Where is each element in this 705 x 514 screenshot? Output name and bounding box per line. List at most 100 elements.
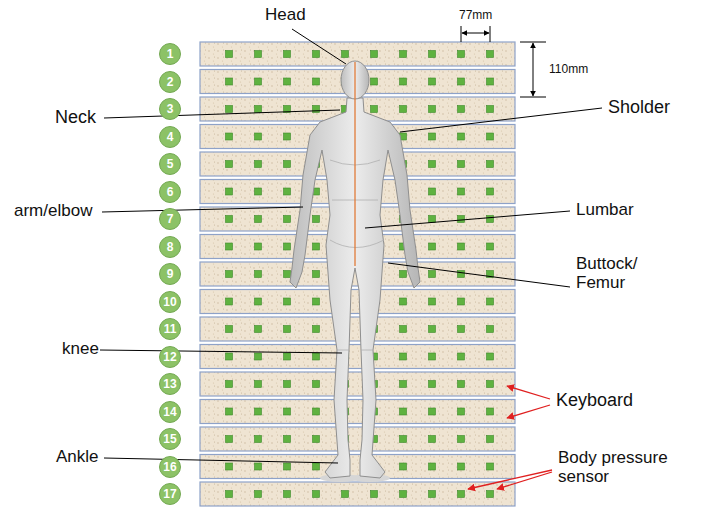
pressure-strip [200,427,515,451]
pressure-sensor [284,353,291,360]
pressure-sensor [458,243,465,250]
leader-line [292,29,346,64]
pressure-sensor [255,271,262,278]
pressure-sensor [400,353,407,360]
pressure-strip [200,482,515,506]
pressure-sensor [400,298,407,305]
strip-band [200,290,515,314]
pressure-sensor [284,216,291,223]
pressure-sensor [226,51,233,58]
label-text: Body pressure sensor [558,448,668,486]
pressure-sensor [400,463,407,470]
red-arrows [468,386,552,489]
pressure-sensor [313,51,320,58]
part-label: Neck [55,108,96,128]
pressure-sensor [255,436,262,443]
pressure-sensor [255,243,262,250]
row-number-circle: 12 [159,346,181,368]
row-number-circle: 15 [159,428,181,450]
row-number-circle: 5 [159,153,181,175]
pressure-sensor [313,78,320,85]
row-number: 14 [163,405,176,419]
pressure-sensor [313,353,320,360]
strip-band [200,400,515,424]
pressure-sensor [458,78,465,85]
pressure-sensor [226,491,233,498]
pressure-sensor [255,106,262,113]
row-number-circle: 2 [159,71,181,93]
pressure-sensor [487,353,494,360]
pressure-sensor [458,381,465,388]
pressure-sensor [284,78,291,85]
pressure-sensor [284,463,291,470]
row-number-circle: 8 [159,236,181,258]
pressure-strip [200,317,515,341]
pressure-strip [200,345,515,369]
pressure-sensor [487,106,494,113]
pressure-strip [200,290,515,314]
pressure-sensor [226,381,233,388]
pressure-sensor [342,51,349,58]
pressure-sensor [313,463,320,470]
part-label: arm/elbow [14,202,92,221]
pressure-sensor [429,243,436,250]
pointer-arrow [468,470,552,489]
pressure-sensor [429,491,436,498]
pressure-sensor [255,188,262,195]
part-label: Ankle [56,448,99,467]
pointer-arrow [507,386,550,399]
pressure-sensor [429,326,436,333]
pressure-sensor [226,353,233,360]
dimension-110 [520,42,546,97]
pressure-sensor [226,326,233,333]
pressure-sensor [255,161,262,168]
dimension-tick [490,26,491,42]
pressure-sensor [226,188,233,195]
leader-line [400,108,602,132]
pressure-sensor [429,161,436,168]
pressure-sensor [458,271,465,278]
row-number: 12 [163,350,176,364]
row-number-circle: 9 [159,263,181,285]
pressure-sensor [284,436,291,443]
pressure-sensor [458,298,465,305]
pressure-sensor [371,106,378,113]
component-label: Body pressure sensor [558,449,688,486]
dimension-77 [461,26,490,42]
pressure-sensor [487,78,494,85]
row-number: 2 [167,75,174,89]
pressure-sensor [429,271,436,278]
pressure-sensor [342,491,349,498]
pressure-sensor [226,463,233,470]
strip-band [200,372,515,396]
pressure-sensor [313,436,320,443]
pressure-sensor [371,491,378,498]
pressure-sensor [400,381,407,388]
pressure-sensor [429,353,436,360]
row-number: 15 [163,432,176,446]
pressure-sensor [458,491,465,498]
pressure-sensor [487,491,494,498]
pressure-sensor [458,161,465,168]
pressure-sensor [255,408,262,415]
pressure-sensor [429,106,436,113]
row-number: 17 [163,487,176,501]
pressure-sensor [255,491,262,498]
pressure-sensor [458,106,465,113]
pressure-strip [200,372,515,396]
pressure-sensor [313,408,320,415]
pressure-sensor [313,381,320,388]
label-text: Neck [55,107,96,127]
leader-line [365,211,570,228]
row-number: 1 [167,47,174,61]
label-text: arm/elbow [14,201,92,220]
muscle-lines [330,160,384,350]
part-label: Head [265,6,306,25]
label-text: Lumbar [576,200,634,219]
part-label: Buttock/ Femur [576,255,664,292]
pressure-sensor [487,51,494,58]
pressure-sensor [429,436,436,443]
part-label: knee [62,340,99,359]
part-label: Sholder [608,98,670,118]
